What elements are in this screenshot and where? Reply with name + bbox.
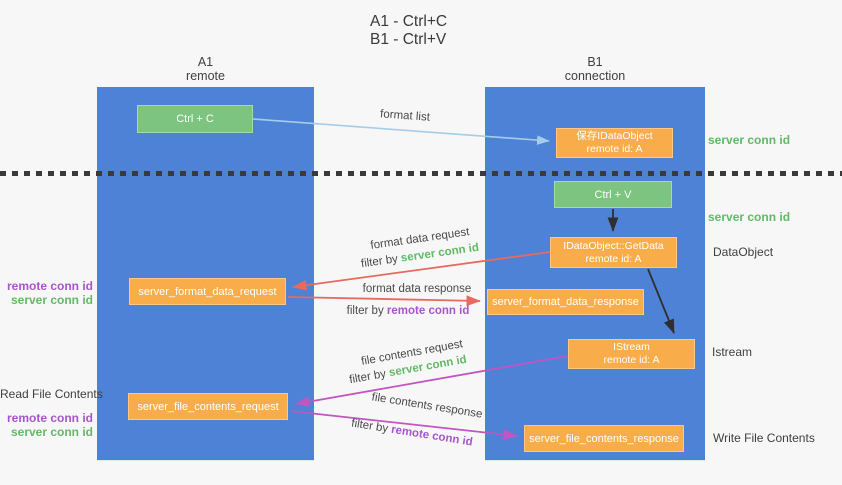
ctrl-c-label: Ctrl + C [176, 113, 214, 125]
dotted-separator-line [0, 171, 842, 176]
format-data-response-arrow [287, 295, 481, 307]
getdata-line2: remote id: A [585, 252, 642, 265]
idataobject-getdata-box: IDataObject::GetData remote id: A [550, 237, 677, 268]
ctrl-v-label: Ctrl + V [594, 188, 632, 201]
server-conn-id-right-top-label: server conn id [708, 133, 791, 147]
lane-a1-title: A1 [197, 55, 214, 69]
getdata-line1: IDataObject::GetData [563, 239, 664, 252]
remote-conn-id-left-bottom-label: remote conn id [6, 411, 93, 425]
ctrl-c-box: Ctrl + C [137, 105, 253, 133]
istream-box: IStream remote id: A [568, 339, 695, 369]
save-idataobject-line2: remote id: A [586, 143, 643, 155]
filter-by-text: filter by [346, 305, 384, 317]
left-conn-id-group-top: remote conn id server conn id [0, 279, 93, 307]
server-file-contents-response-box: server_file_contents_response [524, 425, 684, 452]
format-request-label: server_format_data_request [138, 285, 277, 298]
save-idataobject-line1: 保存IDataObject [576, 130, 653, 142]
filter-by-text: filter by [348, 367, 388, 387]
diagram-title-line1: A1 - Ctrl+C [370, 13, 448, 30]
file-request-label: server_file_contents_request [137, 400, 279, 413]
remote-conn-id-text: remote conn id [386, 305, 470, 317]
write-file-contents-label: Write File Contents [713, 431, 815, 445]
lane-b1-title: B1 [587, 55, 603, 69]
remote-conn-id-text: remote conn id [390, 423, 474, 449]
format-response-label: server_format_data_response [492, 296, 639, 308]
filter-by-remote-conn-id-label-1: filter by remote conn id [323, 305, 493, 317]
lane-a1-subtitle: remote [186, 69, 225, 83]
filter-by-text: filter by [360, 253, 399, 271]
server-format-data-request-box: server_format_data_request [129, 278, 286, 305]
server-file-contents-request-box: server_file_contents_request [128, 393, 288, 420]
server-conn-id-left-top-label: server conn id [10, 293, 93, 307]
diagram-title: A1 - Ctrl+C B1 - Ctrl+V [370, 13, 447, 49]
remote-conn-id-left-top-label: remote conn id [6, 279, 93, 293]
filter-by-remote-conn-id-label-2: filter by remote conn id [327, 414, 497, 452]
lane-header-a1: A1 remote [97, 55, 314, 83]
server-format-data-response-box: server_format_data_response [487, 289, 644, 315]
diagram-title-line2: B1 - Ctrl+V [370, 31, 447, 48]
lane-b1-subtitle: connection [564, 69, 626, 83]
format-data-response-label: format data response [362, 283, 472, 295]
save-idataobject-box: 保存IDataObject remote id: A [556, 128, 673, 158]
file-response-label: server_file_contents_response [529, 432, 679, 445]
istream-margin-label: Istream [712, 345, 753, 359]
dataobject-label: DataObject [713, 245, 774, 259]
filter-by-text: filter by [350, 417, 389, 436]
ctrl-v-box: Ctrl + V [554, 181, 672, 208]
server-conn-id-left-bottom-label: server conn id [10, 425, 93, 439]
istream-line1: IStream [613, 341, 650, 353]
lane-header-b1: B1 connection [485, 55, 705, 83]
left-conn-id-group-bottom: remote conn id server conn id [0, 411, 93, 439]
server-conn-id-right-mid-label: server conn id [708, 210, 791, 224]
format-list-label: format list [379, 108, 431, 124]
istream-line2: remote id: A [603, 354, 660, 366]
read-file-contents-label: Read File Contents [0, 387, 103, 401]
